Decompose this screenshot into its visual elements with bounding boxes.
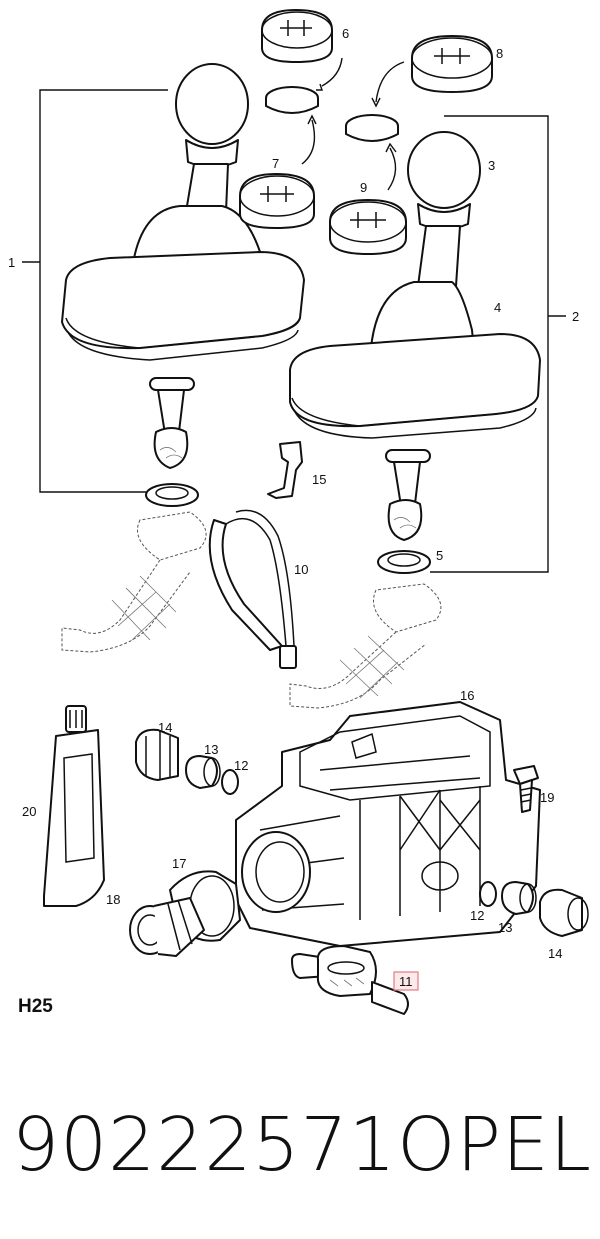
callout-19: 19 [540, 790, 554, 805]
callout-1: 1 [8, 255, 15, 270]
callout-7: 7 [272, 156, 279, 171]
gear-shift-housing-16[interactable] [235, 701, 541, 947]
gear-lever-assembly-left[interactable] [61, 63, 305, 507]
callout-15: 15 [312, 472, 326, 487]
callout-11: 11 [399, 974, 413, 989]
shift-pattern-cap-8[interactable] [411, 35, 493, 93]
housing-bore-left [241, 831, 311, 913]
bushing-13-right[interactable] [501, 881, 537, 915]
callout-2: 2 [572, 309, 579, 324]
brand-name: OPEL [397, 1102, 592, 1188]
callout-8: 8 [496, 46, 503, 61]
part-number: 90222571 [12, 1102, 397, 1188]
callout-14-right: 14 [548, 946, 562, 961]
cable-tie-10[interactable] [208, 509, 297, 669]
callout-12-right: 12 [470, 908, 484, 923]
bushing-13-left[interactable] [185, 755, 221, 789]
gear-lever-assembly-right[interactable] [289, 131, 541, 574]
bracket-2 [430, 115, 549, 573]
shift-knob-insert-6[interactable] [265, 86, 319, 114]
o-ring-12-left[interactable] [221, 769, 239, 795]
shift-pattern-cap-9[interactable] [329, 199, 407, 255]
callout-20: 20 [22, 804, 36, 819]
shift-rod-outline-left [61, 511, 207, 653]
callout-10: 10 [294, 562, 308, 577]
shift-pattern-cap-7[interactable] [239, 173, 315, 229]
footer: 90222571 OPEL [12, 1090, 592, 1200]
o-ring-12-right[interactable] [479, 881, 497, 907]
grease-tube-20[interactable] [43, 705, 105, 907]
callout-18: 18 [106, 892, 120, 907]
spring-clip-15[interactable] [267, 441, 303, 499]
callout-4: 4 [494, 300, 501, 315]
shift-rod-outline-right [289, 583, 442, 709]
callout-13-left: 13 [204, 742, 218, 757]
callout-11-highlight [393, 971, 419, 991]
bushing-cap-14-left[interactable] [135, 728, 179, 781]
callout-6: 6 [342, 26, 349, 41]
shift-knob-insert-8[interactable] [345, 114, 399, 142]
diagram-code: H25 [18, 996, 53, 1017]
rubber-boot-18[interactable] [129, 897, 205, 957]
bracket-1 [39, 89, 168, 493]
callout-5: 5 [436, 548, 443, 563]
bolt-19[interactable] [513, 765, 539, 813]
callout-16: 16 [460, 688, 474, 703]
callout-13-right: 13 [498, 920, 512, 935]
bushing-cap-14-right[interactable] [539, 888, 589, 937]
callout-9: 9 [360, 180, 367, 195]
shift-shaft-11[interactable] [291, 945, 409, 1015]
shift-pattern-cap-6[interactable] [261, 9, 333, 63]
parts-diagram: 1 2 3 4 5 6 7 8 9 10 11 12 12 13 13 14 1… [8, 9, 589, 1015]
callout-3: 3 [488, 158, 495, 173]
callout-14-left: 14 [158, 720, 172, 735]
callout-17: 17 [172, 856, 186, 871]
callout-12-left: 12 [234, 758, 248, 773]
